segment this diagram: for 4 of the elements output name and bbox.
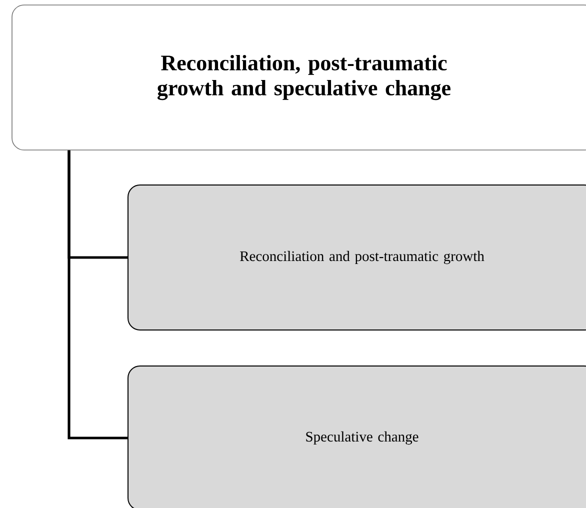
topic-box: Reconciliation and post-traumatic growth (128, 184, 586, 330)
title-box: Reconciliation, post-traumatic growth and speculative change (12, 4, 586, 150)
connector (68, 150, 128, 440)
topic-box: Speculative change (128, 366, 586, 508)
